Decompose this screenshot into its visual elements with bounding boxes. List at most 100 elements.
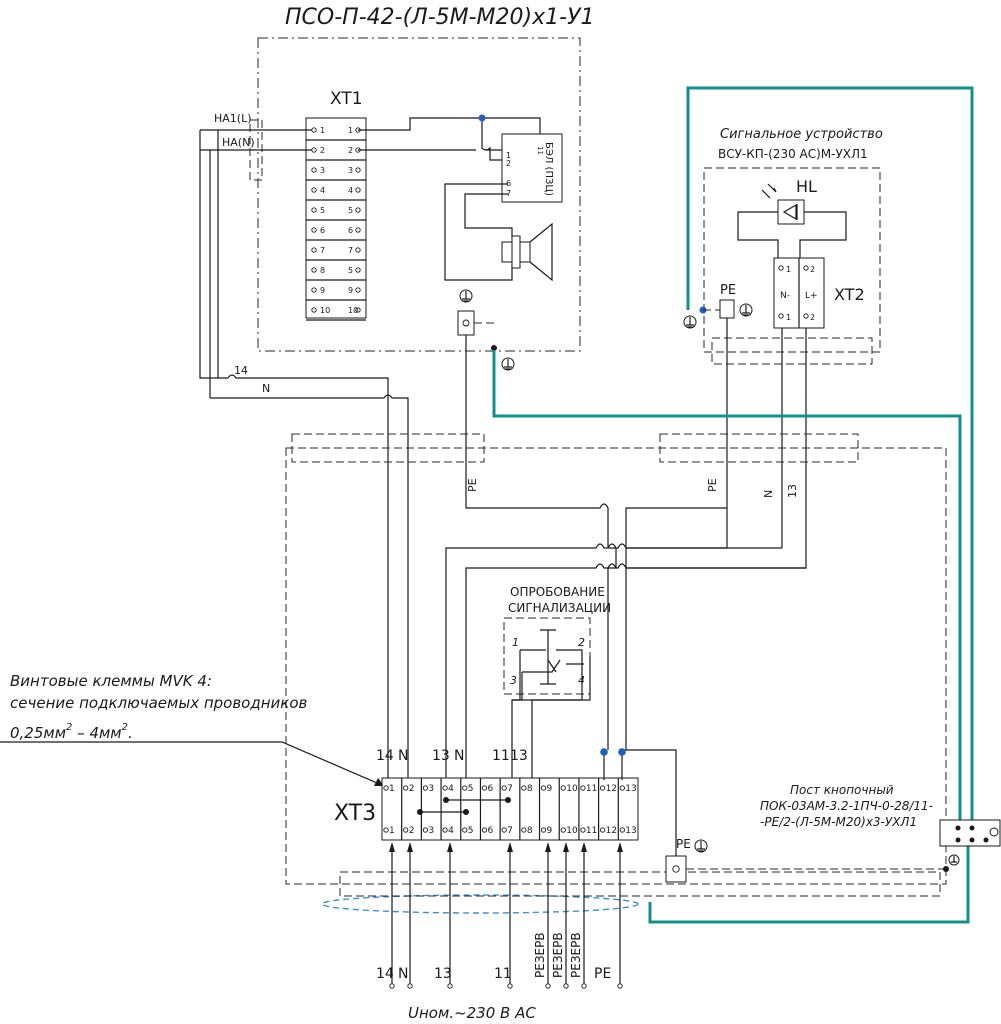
cable-n: N <box>762 490 775 498</box>
supply-label: Uном.~230 В АС <box>408 1004 536 1022</box>
note-line3: 0,25мм2 – 4мм2. <box>10 722 133 742</box>
xt3-terminal-bottom <box>619 827 625 833</box>
xt3-terminal-top <box>462 785 468 791</box>
wire-n-label: N <box>262 382 270 395</box>
xt3-term-num-top: 1 <box>389 784 395 794</box>
teal-cable <box>492 350 962 820</box>
loudspeaker-icon <box>501 222 553 282</box>
xt2-n-minus: N- <box>780 291 790 301</box>
test-pin-3: 3 <box>510 674 517 687</box>
xt3-term-num-bottom: 7 <box>507 826 513 836</box>
button-post-terminals <box>939 819 1001 847</box>
xt3-terminal-bottom <box>403 827 409 833</box>
xt1-term-num-left: 9 <box>320 286 325 295</box>
xt1-terminal-right <box>355 187 361 193</box>
signal-device-name: Сигнальное устройство <box>720 127 883 142</box>
test-button-title1: ОПРОБОВАНИЕ <box>510 585 605 599</box>
xt3-terminal-top <box>521 785 527 791</box>
xt1-terminal-right <box>355 307 361 313</box>
hl-label: HL <box>796 177 817 196</box>
xt3-terminal-top <box>560 785 566 791</box>
module-pin-11: 11 <box>536 146 544 155</box>
input-terminal <box>581 983 587 989</box>
teal-cable <box>686 86 974 820</box>
xt1-terminal-right <box>355 227 361 233</box>
ground-symbol-icon <box>739 303 753 317</box>
xt3-terminal-top <box>540 785 547 791</box>
xt1-term-num-left: 7 <box>320 246 325 255</box>
xt2-label: XT2 <box>834 285 865 304</box>
button-post-model1: ПОК-03АМ-3.2-1ПЧ-0-28/11- <box>760 799 933 813</box>
xt1-terminal-left <box>311 287 317 293</box>
input-terminal <box>447 983 453 989</box>
xt3-term-num-top: 11 <box>586 784 597 794</box>
module-pin-1: 1 <box>506 151 511 160</box>
xt1-term-num-right: 2 <box>348 146 353 155</box>
cable-gland <box>321 894 639 914</box>
xt3-terminal-top <box>501 785 507 791</box>
xt3-term-num-bottom: 11 <box>586 826 597 836</box>
xt3-terminal-top <box>442 785 448 791</box>
xt3-terminal-top <box>580 785 586 791</box>
xt3-terminal-bottom <box>442 827 448 833</box>
xt1-terminal-left <box>311 227 317 233</box>
xt3-term-num-bottom: 3 <box>428 826 434 836</box>
xt3-term-num-top: 9 <box>547 784 553 794</box>
xt3-term-num-top: 13 <box>625 784 636 794</box>
xt1-terminal-left <box>311 187 317 193</box>
ground-symbol-icon <box>694 839 708 853</box>
test-pin-4: 4 <box>578 674 585 687</box>
bottom-wire-label: 14 <box>376 966 394 982</box>
xt3-terminal-bottom <box>422 827 429 833</box>
device-ground-terminal <box>457 289 494 336</box>
xt2-terminal <box>773 257 825 329</box>
xt3-term-num-bottom: 8 <box>527 826 533 836</box>
xt1-terminal-left <box>311 207 317 213</box>
xt3-term-num-top: 2 <box>409 784 415 794</box>
xt3-terminal-top <box>481 785 488 791</box>
module-pin-6: 6 <box>506 179 511 188</box>
xt1-terminal-left <box>311 167 317 173</box>
xt3-term-num-top: 7 <box>507 784 513 794</box>
xt3-term-num-bottom: 4 <box>448 826 454 836</box>
teal-cable <box>648 846 970 924</box>
xt2-bot-2: 2 <box>810 313 815 322</box>
test-pin-2: 2 <box>578 636 585 649</box>
xt3-terminal-top <box>383 785 389 791</box>
xt3-top-wire-label: N <box>398 748 408 764</box>
input-terminal <box>545 983 551 989</box>
xt1-term-num-right: 5 <box>348 266 353 275</box>
signal-pe-label: PE <box>720 283 736 298</box>
xt3-term-num-bottom: 1 <box>389 826 395 836</box>
xt1-term-num-right: 7 <box>348 246 353 255</box>
xt1-term-num-right: 3 <box>348 166 353 175</box>
xt1-term-num-right: 6 <box>348 226 353 235</box>
note-line2: сечение подключаемых проводников <box>10 694 308 712</box>
xt1-term-num-right: 1 <box>348 126 353 135</box>
xt1-term-num-left: 3 <box>320 166 325 175</box>
xt1-terminal-right <box>355 207 361 213</box>
cable-13: 13 <box>786 484 799 498</box>
xt3-top-wire-label: 11 <box>492 748 510 764</box>
arrow-icon <box>581 842 587 852</box>
xt1-term-num-right: 5 <box>348 206 353 215</box>
xt3-term-num-top: 6 <box>487 784 493 794</box>
xt3-term-num-bottom: 13 <box>625 826 636 836</box>
xt3-terminal-top <box>422 785 429 791</box>
xt3-terminal-bottom <box>599 827 606 833</box>
xt1-terminal-right <box>355 267 361 273</box>
xt3-top-wire-label: 13 <box>432 748 450 764</box>
xt1-terminal-right <box>355 287 361 293</box>
input-terminal <box>507 983 513 989</box>
reserve-label: РЕЗЕРВ <box>533 932 547 978</box>
ground-symbol-icon <box>683 315 697 329</box>
xt1-term-num-right: 10 <box>348 306 358 315</box>
xt3-terminal-bottom <box>481 827 488 833</box>
device-enclosure <box>257 37 581 352</box>
input-terminal <box>617 983 623 989</box>
xt1-terminal-left <box>311 267 317 273</box>
han-label: HA(N) <box>222 136 255 149</box>
bottom-wire-label: 11 <box>494 966 512 982</box>
cable-pe-right: PE <box>706 478 719 492</box>
ground-symbol-icon <box>948 854 960 866</box>
